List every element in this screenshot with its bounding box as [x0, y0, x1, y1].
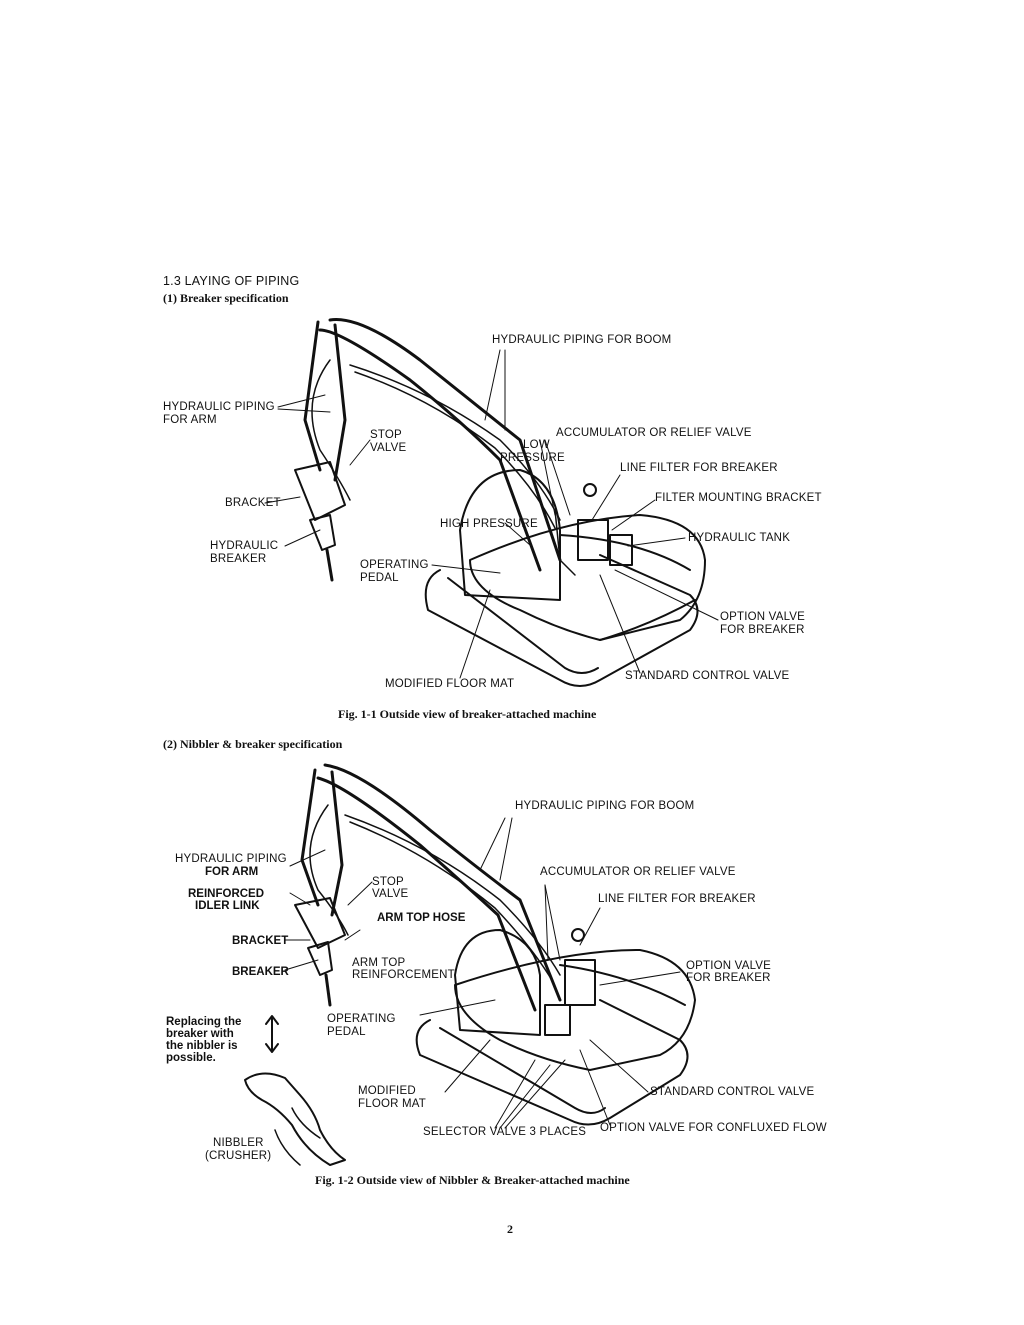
label-accumulator-2: ACCUMULATOR OR RELIEF VALVE — [540, 866, 736, 878]
label-selector-valve: SELECTOR VALVE 3 PLACES — [423, 1126, 587, 1138]
label-breaker-2: BREAKER — [232, 966, 289, 978]
label-hydraulic-piping-boom: HYDRAULIC PIPING FOR BOOM — [492, 334, 672, 346]
subsection-nibbler-spec: (2) Nibbler & breaker specification — [163, 737, 343, 751]
label-operating-pedal-2: OPERATING — [327, 1013, 396, 1025]
label-reinforced-idler-link: REINFORCED — [188, 888, 265, 900]
label-option-valve-line2: FOR BREAKER — [720, 624, 805, 636]
label-modified-floor-mat-2-line2: FLOOR MAT — [358, 1098, 427, 1110]
note-line-2: breaker with — [166, 1028, 234, 1040]
label-hydraulic-tank: HYDRAULIC TANK — [688, 532, 791, 544]
label-low-pressure: LOW — [523, 439, 550, 451]
note-line-4: possible. — [166, 1052, 216, 1064]
label-arm-top-reinforcement-line2: REINFORCEMENT — [352, 969, 455, 981]
figure-1-caption: Fig. 1-1 Outside view of breaker-attache… — [338, 707, 597, 721]
label-nibbler: NIBBLER — [213, 1137, 264, 1149]
label-hydraulic-breaker: HYDRAULIC — [210, 540, 279, 552]
label-standard-control-valve-2: STANDARD CONTROL VALVE — [650, 1086, 815, 1098]
label-option-valve-2: OPTION VALVE — [686, 960, 772, 972]
label-high-pressure: HIGH PRESSURE — [440, 518, 538, 530]
label-operating-pedal-line2: PEDAL — [360, 572, 399, 584]
label-arm-top-hose: ARM TOP HOSE — [377, 912, 466, 924]
figure-2-caption: Fig. 1-2 Outside view of Nibbler & Break… — [315, 1173, 630, 1187]
label-accumulator: ACCUMULATOR OR RELIEF VALVE — [556, 427, 752, 439]
label-filter-mounting-bracket: FILTER MOUNTING BRACKET — [655, 492, 822, 504]
label-operating-pedal-2-line2: PEDAL — [327, 1026, 366, 1038]
label-hydraulic-piping-arm-line2: FOR ARM — [163, 414, 217, 426]
label-nibbler-crusher: (CRUSHER) — [205, 1150, 272, 1162]
note-line-3: the nibbler is — [166, 1040, 238, 1052]
label-hydraulic-piping-arm-2: HYDRAULIC PIPING — [175, 853, 287, 865]
note-line-1: Replacing the — [166, 1016, 242, 1028]
subsection-breaker-spec: (1) Breaker specification — [163, 291, 289, 305]
label-modified-floor-mat: MODIFIED FLOOR MAT — [385, 678, 515, 690]
label-line-filter: LINE FILTER FOR BREAKER — [620, 462, 778, 474]
label-modified-floor-mat-2: MODIFIED — [358, 1085, 416, 1097]
label-bracket: BRACKET — [225, 497, 281, 509]
label-stop-valve-line2: VALVE — [370, 442, 407, 454]
label-line-filter-2: LINE FILTER FOR BREAKER — [598, 893, 756, 905]
label-stop-valve: STOP — [370, 429, 402, 441]
label-standard-control-valve: STANDARD CONTROL VALVE — [625, 670, 790, 682]
label-hydraulic-piping-arm-2-line2: FOR ARM — [205, 866, 259, 878]
label-option-valve: OPTION VALVE — [720, 611, 806, 623]
label-reinforced-idler-link-line2: IDLER LINK — [195, 900, 260, 912]
label-bracket-2: BRACKET — [232, 935, 289, 947]
label-arm-top-reinforcement: ARM TOP — [352, 957, 406, 969]
label-hydraulic-breaker-line2: BREAKER — [210, 553, 267, 565]
label-option-valve-confluxed: OPTION VALVE FOR CONFLUXED FLOW — [600, 1122, 827, 1134]
label-stop-valve-2: STOP — [372, 876, 404, 888]
label-stop-valve-2-line2: VALVE — [372, 888, 409, 900]
replacement-note: Replacing the breaker with the nibbler i… — [166, 1016, 241, 1064]
label-low-pressure-line2: PRESSURE — [500, 452, 565, 464]
label-operating-pedal: OPERATING — [360, 559, 429, 571]
page-number: 2 — [507, 1222, 513, 1236]
section-heading: 1.3 LAYING OF PIPING — [163, 274, 300, 288]
label-hydraulic-piping-boom-2: HYDRAULIC PIPING FOR BOOM — [515, 800, 695, 812]
label-option-valve-2-line2: FOR BREAKER — [686, 972, 771, 984]
label-hydraulic-piping-arm: HYDRAULIC PIPING — [163, 401, 275, 413]
